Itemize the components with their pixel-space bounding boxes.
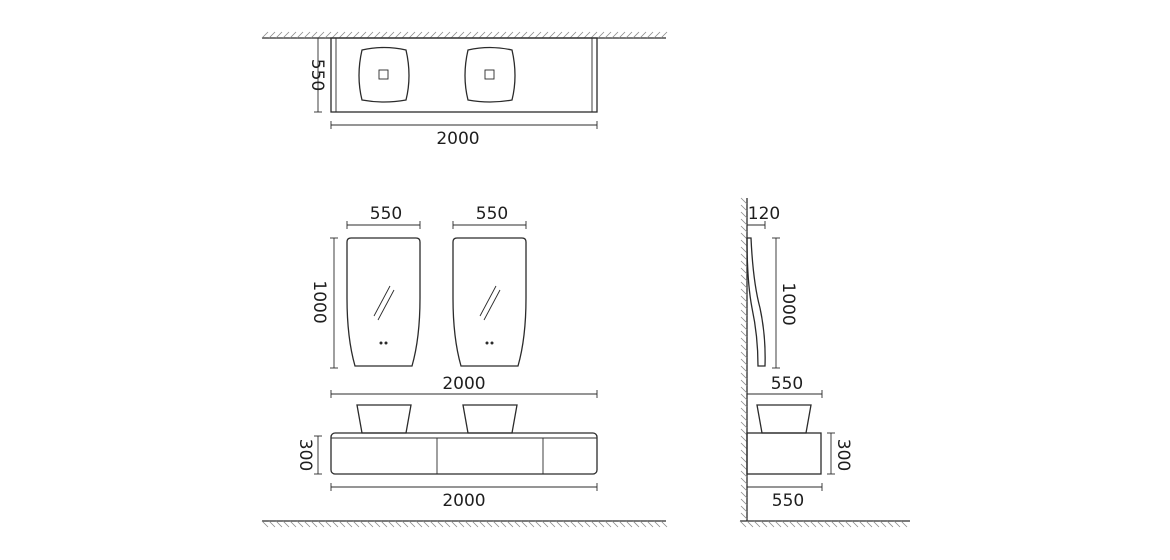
cabinet-height-dimension: 300 <box>295 435 322 475</box>
side-mirror-depth-dimension: 120 <box>747 204 780 229</box>
side-mirror-height-dimension: 1000 <box>772 237 798 369</box>
side-mirror-depth-label: 120 <box>748 204 780 224</box>
mirror-height-label: 1000 <box>309 280 329 323</box>
side-floor-hatch <box>739 520 910 528</box>
side-bottom-depth-dimension: 550 <box>747 483 823 511</box>
top-view: 550 2000 <box>261 31 668 149</box>
cabinet-height-label: 300 <box>295 439 315 471</box>
front-basin-1 <box>356 404 412 434</box>
mirror-2-width-label: 550 <box>476 204 508 224</box>
top-wall-hatch <box>261 31 668 39</box>
side-basin <box>756 404 812 434</box>
top-depth-label: 550 <box>307 59 327 91</box>
front-view: 550 550 1000 <box>261 204 668 528</box>
side-cabinet <box>746 432 822 475</box>
front-basin-2 <box>462 404 518 434</box>
top-view-basin-2 <box>464 46 516 103</box>
front-cabinet <box>330 432 598 475</box>
side-cabinet-height-dimension: 300 <box>827 432 853 475</box>
mirror-height-dimension: 1000 <box>309 237 338 369</box>
cabinet-top-width-label: 2000 <box>442 374 485 394</box>
side-mirror-profile <box>746 237 766 367</box>
top-width-dimension: 2000 <box>330 121 598 149</box>
top-width-label: 2000 <box>436 129 479 149</box>
side-mirror-height-label: 1000 <box>778 282 798 325</box>
side-top-depth-label: 550 <box>771 374 803 394</box>
side-top-depth-dimension: 550 <box>747 374 823 398</box>
mirror-2 <box>452 237 527 367</box>
mirror-2-width-dimension: 550 <box>452 204 527 229</box>
top-view-basin-1 <box>358 46 410 103</box>
side-view: 120 1000 550 300 <box>739 197 910 528</box>
cabinet-bottom-width-dimension: 2000 <box>330 483 598 511</box>
cabinet-bottom-width-label: 2000 <box>442 491 485 511</box>
side-cabinet-height-label: 300 <box>833 439 853 471</box>
side-wall-hatch <box>740 197 748 521</box>
top-view-cabinet <box>330 37 598 113</box>
mirror-1 <box>346 237 421 367</box>
front-floor-hatch <box>261 520 668 528</box>
top-depth-dimension: 550 <box>307 37 327 113</box>
side-bottom-depth-label: 550 <box>772 491 804 511</box>
mirror-1-width-dimension: 550 <box>346 204 421 229</box>
cabinet-top-width-dimension: 2000 <box>330 374 598 398</box>
mirror-1-width-label: 550 <box>370 204 402 224</box>
